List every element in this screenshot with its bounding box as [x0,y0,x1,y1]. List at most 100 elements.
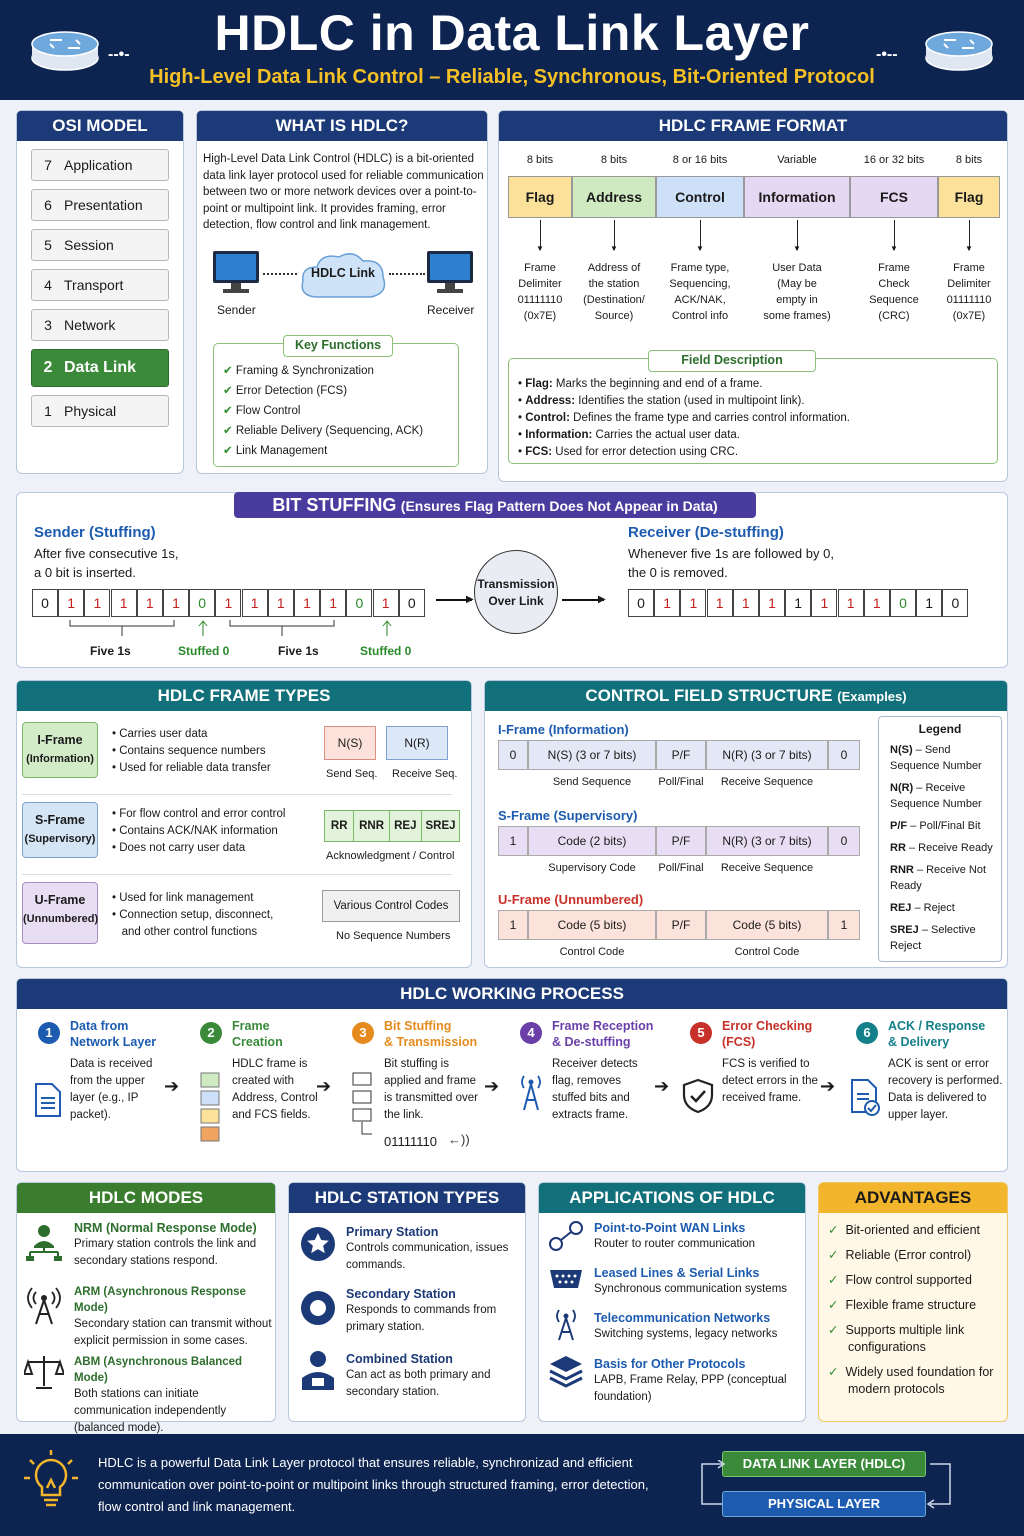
modes-panel: HDLC MODES [16,1182,276,1422]
layer-flow-arrows [701,1460,951,1509]
various-codes-box: Various Control Codes [322,890,460,922]
step-heading: Frame Reception& De-stuffing [552,1019,654,1049]
control-cell: P/F [656,826,706,856]
list-item: ✔ Link Management [223,445,328,457]
mode-abm: ABM (Asynchronous Balanced Mode)Both sta… [74,1356,243,1434]
arrow-right [562,599,604,601]
list-item: ✓ Widely used foundation for modern prot… [828,1365,994,1396]
list-item: ✓ Supports multiple link configurations [828,1323,965,1354]
bit-cell: 0 [398,589,425,617]
control-cell-label: Send Sequence [552,776,632,788]
arrow-line [540,220,541,250]
arrow-right-icon: ➔ [654,1076,670,1096]
list-item: N(S) – Send Sequence Number [890,744,982,772]
station-types-title: HDLC STATION TYPES [289,1183,525,1213]
step-heading: ACK / Response& Delivery [888,1019,986,1049]
page-subtitle: High-Level Data Link Control – Reliable,… [149,66,875,88]
arrow-line [969,220,970,250]
arrowhead-icon: ▼ [610,244,618,253]
serial-port-icon [550,1270,582,1288]
what-description: High-Level Data Link Control (HDLC) is a… [203,153,484,231]
check-icon: ✓ [828,1223,839,1237]
list-item: P/F – Poll/Final Bit [890,820,981,832]
frame-field-3: Information [744,176,850,218]
bit-cell: 0 [189,589,216,617]
bit-cell: 1 [759,589,785,617]
step-number-badge: 5 [690,1022,712,1044]
arrow-right-icon: ➔ [164,1076,180,1096]
list-item: ✓ Flow control supported [828,1273,972,1287]
bit-cell: 0 [628,589,654,617]
router-icon [31,31,99,71]
bit-cell: 0 [890,589,916,617]
sframe-tag: S-Frame(Supervisory) [22,802,98,858]
tower-icon [556,1309,576,1341]
applications-title: APPLICATIONS OF HDLC [539,1183,805,1213]
lightbulb-icon [24,1450,78,1507]
document-icon [34,1082,62,1123]
header-banner [0,0,1024,100]
control-cell-label: Receive Sequence [720,862,814,874]
bit-cell: 1 [785,589,812,617]
list-item: • Information: Carries the actual user d… [518,429,740,441]
computer-icon [427,251,473,293]
bit-cell: 1 [241,589,268,617]
receive-seq-label: Receive Seq. [392,768,458,780]
frame-field-1: Address [572,176,656,218]
step-text: FCS is verified to detect errors in the … [722,1058,818,1104]
frame-field-5: Flag [938,176,1000,218]
key-functions-title: Key Functions [283,335,393,357]
working-process-panel: HDLC WORKING PROCESS [16,978,1008,1172]
step-number-badge: 1 [38,1022,60,1044]
receiver-destuffing-desc: Whenever five 1s are followed by 0, [628,546,834,561]
what-title: WHAT IS HDLC? [197,111,487,141]
uframe-tag: U-Frame(Unnumbered) [22,882,98,944]
field-description-title: Field Description [648,350,816,372]
bit-cell: 1 [84,589,111,617]
legend-title: Legend [918,722,962,736]
hierarchy-user-icon [26,1225,62,1261]
arrow-line [797,220,798,250]
ring-icon [301,1291,335,1325]
check-icon: ✓ [828,1323,839,1337]
check-icon: ✔ [223,385,233,397]
bit-cell: 0 [942,589,969,617]
list-item: ✔ Error Detection (FCS) [223,385,348,397]
list-item: RR – Receive Ready [890,842,993,854]
arrow-right-icon: ➔ [316,1076,332,1096]
check-icon: ✓ [828,1365,839,1379]
field-size-label: 8 bits [600,154,628,166]
field-size-label: 16 or 32 bits [863,154,925,166]
control-cell-label: Poll/Final [658,862,704,874]
bit-cell: 1 [294,589,320,617]
stuffed-zero-label: Stuffed 0 [178,644,230,658]
transmission-circle [474,550,558,634]
bit-cell: 1 [654,589,681,617]
frame-stack-icon [200,1072,220,1153]
no-seq-label: No Sequence Numbers [336,930,451,942]
bit-cell: 1 [110,589,137,617]
working-process-title: HDLC WORKING PROCESS [17,979,1007,1009]
applications-panel: APPLICATIONS OF HDLC [538,1182,806,1422]
control-cell: 1 [828,910,860,940]
receiver-label: Receiver [427,303,475,317]
step-number-badge: 2 [200,1022,222,1044]
control-cell: P/F [656,910,706,940]
list-item: • Address: Identifies the station (used … [518,395,805,407]
mode-nrm: NRM (Normal Response Mode)Primary statio… [74,1221,257,1267]
uframe-heading: U-Frame (Unnumbered) [498,892,644,907]
step-text: Bit stuffing is applied and frame is tra… [384,1058,478,1121]
list-item: • Control: Defines the frame type and ca… [518,412,850,424]
step-heading: Bit Stuffing& Transmission [384,1019,478,1049]
step-text: ACK is sent or error recovery is perform… [888,1058,1003,1121]
arrow-line [700,220,701,250]
step-heading: Error Checking(FCS) [722,1019,813,1049]
legend-box [878,716,1002,962]
